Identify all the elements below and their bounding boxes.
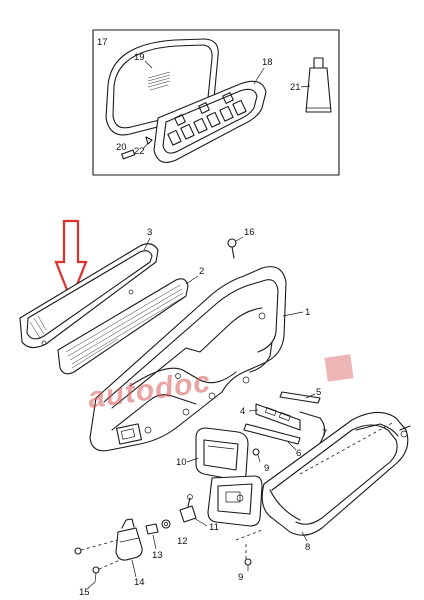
part-20-clip — [121, 149, 136, 160]
part-10-bracket — [195, 427, 249, 481]
part-16-screw — [227, 238, 237, 259]
part-5-trim — [279, 391, 321, 404]
callout-19: 19 — [134, 52, 145, 63]
callout-1: 1 — [305, 307, 310, 318]
part-2-diffuser — [57, 278, 189, 375]
callout-5: 5 — [316, 387, 321, 398]
part-socket-unit — [207, 475, 263, 527]
part-9-screw-lower — [244, 558, 252, 571]
part-6-slide — [243, 423, 301, 445]
part-12-grommet — [161, 519, 171, 529]
part-9-screw-upper — [252, 448, 261, 463]
callout-3: 3 — [147, 227, 152, 238]
callout-4: 4 — [240, 406, 245, 417]
callout-18: 18 — [262, 57, 273, 68]
callout-21: 21 — [290, 82, 301, 93]
callout-8: 8 — [305, 542, 310, 553]
part-13-clip — [145, 523, 159, 535]
callout-6: 6 — [296, 448, 301, 459]
part-18-frame — [153, 80, 267, 163]
callout-16: 16 — [244, 227, 255, 238]
down-arrow-icon — [54, 219, 88, 303]
part-7-spring — [299, 411, 326, 447]
part-15-screws — [74, 539, 121, 583]
callout-17: 17 — [97, 37, 108, 48]
part-4-switch — [255, 403, 301, 431]
callout-15: 15 — [79, 587, 90, 598]
part-21-tube — [305, 57, 332, 113]
callout-10: 10 — [176, 457, 187, 468]
inset-panel: 17 19 — [92, 29, 340, 176]
part-1-housing — [89, 266, 287, 452]
callout-22: 22 — [134, 146, 145, 157]
part-14-holder — [115, 518, 143, 561]
callout-7: 7 — [322, 428, 327, 439]
callout-9-upper: 9 — [264, 463, 269, 474]
callout-13: 13 — [152, 550, 163, 561]
part-22-pin — [145, 136, 153, 145]
callout-11: 11 — [209, 522, 219, 533]
callout-2: 2 — [199, 266, 204, 277]
part-11-connector — [179, 494, 197, 523]
callout-12: 12 — [177, 536, 188, 547]
part-8-cover — [261, 411, 411, 536]
part-3-lens — [19, 243, 159, 349]
callout-20: 20 — [116, 142, 127, 153]
callout-9-lower: 9 — [238, 572, 243, 583]
callout-14: 14 — [134, 577, 145, 588]
